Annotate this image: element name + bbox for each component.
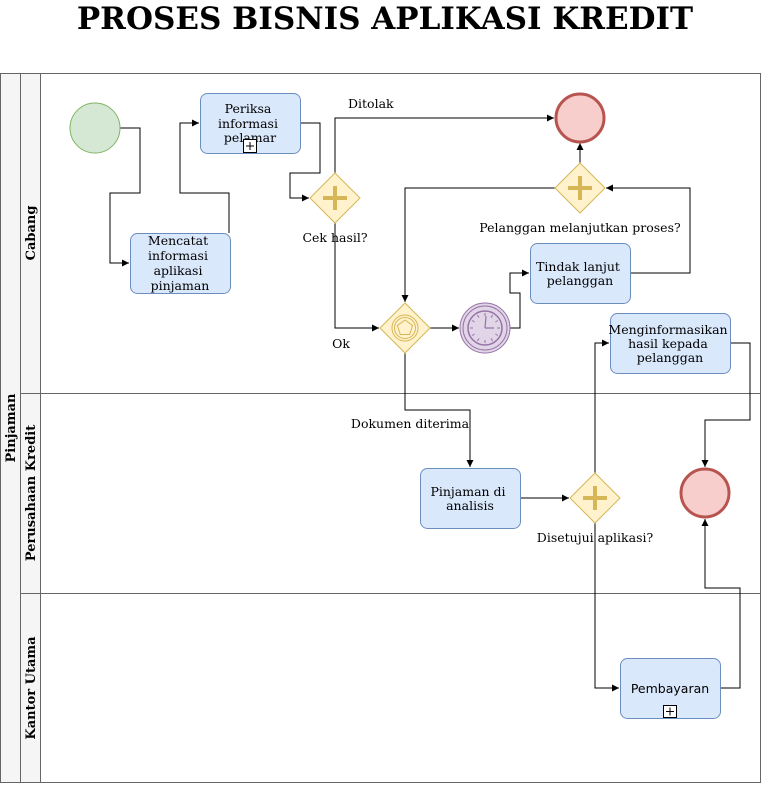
svg-text:Pembayaran: Pembayaran <box>631 681 709 696</box>
task-menginformasikan-hasil: Menginformasikan hasil kepada pelanggan <box>608 313 731 374</box>
label-ok: Ok <box>332 336 350 351</box>
parallel-plus-icon <box>323 186 347 210</box>
subprocess-plus-icon <box>663 705 677 718</box>
label-disetujui-aplikasi: Disetujui aplikasi? <box>537 530 654 545</box>
flow-gateway-to-menginformasikan <box>594 339 609 473</box>
flow-pembayaran-to-end <box>701 519 741 689</box>
task-tindak-lanjut-pelanggan: Tindak lanjut pelanggan <box>530 243 631 304</box>
flow-timer-to-tindak <box>509 269 529 329</box>
pool: Pinjaman Cabang Perusahaan Kredit Kantor… <box>0 73 761 783</box>
start-event <box>69 102 121 154</box>
label-cek-hasil: Cek hasil? <box>302 230 367 245</box>
lane-kantor-header <box>20 593 41 783</box>
end-event-selesai <box>679 467 731 519</box>
parallel-plus-icon <box>583 486 607 510</box>
pool-label: Pinjaman <box>4 393 19 462</box>
lane-cabang-label: Cabang <box>24 206 39 261</box>
flow-menginformasikan-to-end <box>701 342 751 467</box>
page-title: PROSES BISNIS APLIKASI KREDIT <box>77 1 693 37</box>
timer-event <box>459 302 511 354</box>
gateway-pelanggan-melanjutkan <box>554 162 606 214</box>
flow-dokumen-diterima <box>404 353 474 467</box>
task-mencatat: Mencatat informasi aplikasi pinjaman <box>130 233 231 294</box>
flow-ok <box>334 223 379 332</box>
label-ditolak: Ditolak <box>348 96 394 111</box>
pentagon-icon <box>396 319 414 335</box>
clock-icon <box>467 310 503 346</box>
label-pelanggan-melanjutkan: Pelanggan melanjutkan proses? <box>479 220 681 235</box>
gateway-disetujui-aplikasi <box>569 472 621 524</box>
task-periksa-informasi-pelamar: Periksa informasi pelamar <box>200 93 301 154</box>
svg-text:Mencatat informasi: Mencatat informasi aplikasi pinjaman <box>148 233 212 293</box>
flow-gateway-to-pembayaran <box>594 523 619 692</box>
sequence-flows <box>109 114 751 692</box>
flow-ditolak <box>334 114 554 173</box>
task-pinjaman-di-analisis: Pinjaman di analisis <box>420 468 521 529</box>
label-dokumen-diterima: Dokumen diterima <box>351 416 470 431</box>
flow-start-to-mencatat <box>109 127 141 267</box>
event-based-gateway <box>379 302 431 354</box>
svg-text:Menginformasikan hasil k: Menginformasikan hasil kepada pelanggan <box>608 322 731 365</box>
end-event-ditolak <box>554 92 606 144</box>
flow-mencatat-to-periksa <box>179 119 230 233</box>
flow-tindak-to-gateway <box>606 184 691 274</box>
subprocess-plus-icon <box>243 139 257 153</box>
svg-text:Pinjaman di analisis: Pinjaman di analisis <box>430 484 509 513</box>
parallel-plus-icon <box>568 176 592 200</box>
flow-lanjut-to-event-gw <box>401 187 555 302</box>
gateway-cek-hasil <box>309 172 361 224</box>
lane-kantor-label: Kantor Utama <box>24 636 39 740</box>
svg-text:Periksa informasi: Periksa informasi pelamar <box>218 101 282 145</box>
lane-perusahaan-label: Perusahaan Kredit <box>24 425 39 561</box>
task-pembayaran: Pembayaran <box>620 658 721 719</box>
flow-periksa-to-gateway <box>289 122 321 202</box>
svg-text:Tindak lanjut pelanggan: Tindak lanjut pelanggan <box>536 259 624 288</box>
